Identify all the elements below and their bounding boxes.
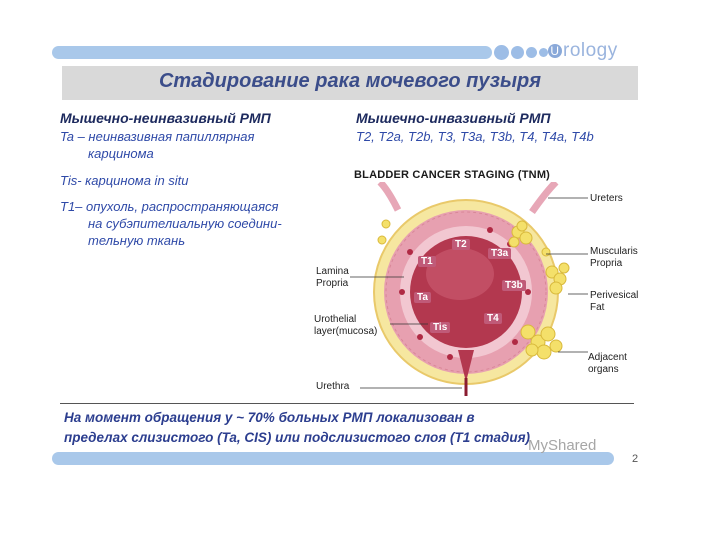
- brand-text: rology: [563, 40, 618, 61]
- left-line: карцинома: [88, 146, 154, 161]
- bottom-rule: [60, 403, 634, 404]
- bottom-note-line2: пределах слизистого (Ta, CIS) или подсли…: [64, 430, 531, 445]
- right-column-heading: Мышечно-инвазивный РМП: [356, 110, 551, 126]
- label-urethra: Urethra: [316, 381, 350, 392]
- slide-title: Стадирование рака мочевого пузыря: [158, 70, 542, 92]
- right-stages: T2, T2a, T2b, T3, T3a, T3b, T4, T4a, T4b: [356, 129, 594, 144]
- label-urothelial-1: Urothelial: [314, 314, 357, 325]
- decoration-dot: [539, 48, 548, 57]
- bottom-note: На момент обращения у ~ 70% больных РМП …: [64, 408, 634, 448]
- tumor-clusters: [377, 219, 570, 360]
- stage-tag-t1: T1: [418, 256, 436, 267]
- left-line: тельную ткань: [88, 233, 186, 248]
- title-band: [62, 66, 638, 100]
- brand-initial: U: [548, 43, 562, 58]
- top-decoration-bar: [52, 46, 492, 59]
- decoration-dot: [511, 46, 524, 59]
- label-adjacent-2: organs: [588, 364, 619, 375]
- stage-tag-t4: T4: [484, 313, 502, 324]
- urethra-shape: [458, 350, 474, 382]
- stage-tag-t3b: T3b: [502, 280, 526, 291]
- muscle-fibers: [385, 211, 547, 373]
- left-line: T1– опухоль, распространяющаяся: [60, 199, 279, 214]
- right-ureter: [529, 182, 559, 215]
- left-line: Tis- карцинома in situ: [60, 173, 189, 188]
- label-urothelial-2: layer(mucosa): [314, 326, 378, 337]
- leader-lines: [350, 197, 588, 389]
- stage-tag-tis: Tis: [430, 322, 451, 333]
- label-muscularis-2: Propria: [590, 258, 623, 269]
- stage-tag-ta: Ta: [414, 292, 431, 303]
- stage-tag-t2: T2: [452, 239, 470, 250]
- stage-tag-t3a: T3a: [488, 248, 512, 259]
- label-perivesical-1: Perivesical: [590, 290, 639, 301]
- left-line: на субэпителиальную соедини-: [88, 216, 282, 231]
- label-lamina-2: Propria: [316, 278, 349, 289]
- label-lamina-1: Lamina: [316, 266, 349, 277]
- page-number: 2: [632, 453, 639, 465]
- left-ureter: [377, 182, 402, 212]
- watermark: MyShared: [528, 437, 597, 454]
- left-line: Ta – неинвазивная папиллярная: [60, 129, 255, 144]
- decoration-dot: [526, 47, 537, 58]
- label-perivesical-2: Fat: [590, 302, 605, 313]
- label-muscularis-1: Muscularis: [590, 246, 638, 257]
- decoration-dot: [494, 45, 509, 60]
- diagram-title: BLADDER CANCER STAGING (TNM): [354, 169, 551, 181]
- label-ureters: Ureters: [590, 193, 623, 204]
- left-column-heading: Мышечно-неинвазивный РМП: [60, 110, 271, 126]
- label-adjacent-1: Adjacent: [588, 352, 627, 363]
- bottom-note-line1: На момент обращения у ~ 70% больных РМП …: [64, 410, 475, 425]
- lumen-highlight: [426, 248, 494, 300]
- bottom-decoration-bar: [52, 452, 614, 465]
